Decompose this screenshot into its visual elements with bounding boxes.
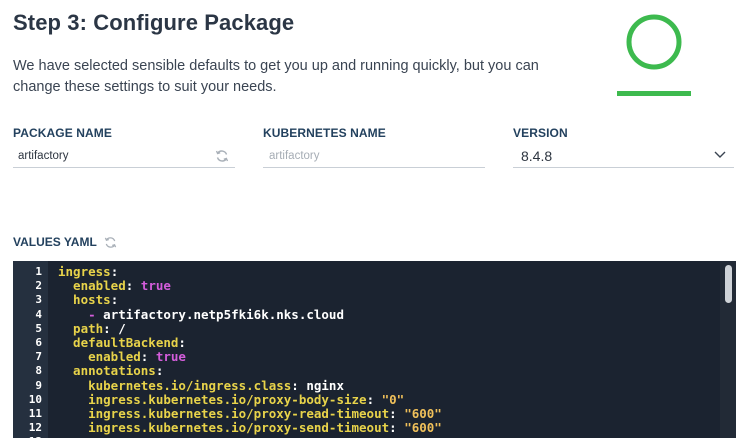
code-line: path: / [58,320,720,336]
code-token: annotations [58,363,156,379]
code-line: ingress.kubernetes.io/proxy-read-timeout… [58,405,720,421]
code-line: enabled: true [58,350,720,364]
page-title: Step 3: Configure Package [13,10,295,35]
refresh-icon[interactable] [104,236,117,249]
package-name-label: PACKAGE NAME [13,126,112,140]
code-token: ingress.kubernetes.io/proxy-read-timeout [58,405,390,421]
code-token: defaultBackend [58,334,179,350]
values-yaml-label: VALUES YAML [13,235,97,249]
code-token: ingress [58,264,111,279]
code-token: : [140,349,156,365]
line-number: 3 [35,293,42,307]
line-number: 5 [35,321,42,335]
code-line: annotations: [58,364,720,378]
code-token [58,307,88,322]
code-token: : [389,420,405,436]
code-token: : [366,391,382,407]
line-number: 13 [13,435,48,438]
code-token [58,434,88,438]
code-token: enabled [58,278,126,294]
line-number: 12 [28,421,42,435]
code-token: ingress.kubernetes.io/proxy-send-timeout [58,420,390,436]
line-number: 9 [35,378,42,392]
package-name-value: artifactory [18,150,69,162]
code-token: ingress.kubernetes.io/proxy-body-size [58,391,367,407]
version-label: VERSION [513,126,568,140]
line-number: 11 [28,406,42,420]
code-line: ingress.kubernetes.io/proxy-body-size: "… [58,391,720,407]
line-number: 2 [35,279,42,293]
code-token: true [155,349,186,365]
code-token: : [389,405,405,421]
code-token: "600" [404,405,442,421]
code-token: enabled [58,349,141,365]
version-select[interactable]: 8.4.8 [513,142,734,168]
code-token: : / [103,320,126,336]
line-number-gutter: 12345678910111213 [13,261,48,438]
package-name-field[interactable]: artifactory [13,144,235,168]
line-number: 4 [35,307,42,321]
code-token: : [178,334,186,350]
code-token: : [110,292,119,308]
code-line: enabled: true [58,279,720,293]
code-token: : [155,363,164,379]
code-line: defaultBackend: [58,334,720,350]
chevron-down-icon [714,151,726,158]
page-description: We have selected sensible defaults to ge… [13,58,539,95]
kubernetes-name-field[interactable]: artifactory [263,144,485,168]
code-line: - artifactory.netp5fki6k.nks.cloud [58,306,720,322]
code-token: kubernetes.io/ingress.class [58,377,292,393]
status-ring-icon [617,14,691,96]
values-yaml-heading: VALUES YAML [13,235,117,249]
line-number: 10 [28,392,42,406]
code-token: "0" [381,391,405,407]
refresh-icon[interactable] [215,149,229,163]
code-token: true [140,278,171,294]
code-token: - [88,306,96,322]
line-number: 7 [35,350,42,364]
code-token: hosts [58,292,111,308]
line-number: 8 [35,364,42,378]
kubernetes-name-label: KUBERNETES NAME [263,126,386,140]
line-number: 6 [35,335,42,349]
editor-scrollbar[interactable] [720,261,736,438]
code-line: ingress: [58,264,720,279]
code-line: kubernetes.io/ingress.class: nginx [58,377,720,393]
kubernetes-name-placeholder: artifactory [269,150,320,162]
code-token: "600" [404,420,442,436]
code-line: ingress.kubernetes.io/proxy-send-timeout… [58,420,720,436]
version-value: 8.4.8 [521,148,553,164]
values-yaml-editor[interactable]: 12345678910111213 ingress: enabled: true… [13,261,736,438]
code-token: path [58,320,104,336]
scrollbar-thumb[interactable] [725,265,732,303]
code-area[interactable]: ingress: enabled: true hosts: - artifact… [58,264,720,438]
code-line: hosts: [58,293,720,307]
code-token: : nginx [291,377,344,393]
line-number: 1 [35,265,42,278]
code-token: : [110,264,119,279]
code-token: artifactory.netp5fki6k.nks.cloud [95,306,344,322]
code-token: : [125,278,141,294]
